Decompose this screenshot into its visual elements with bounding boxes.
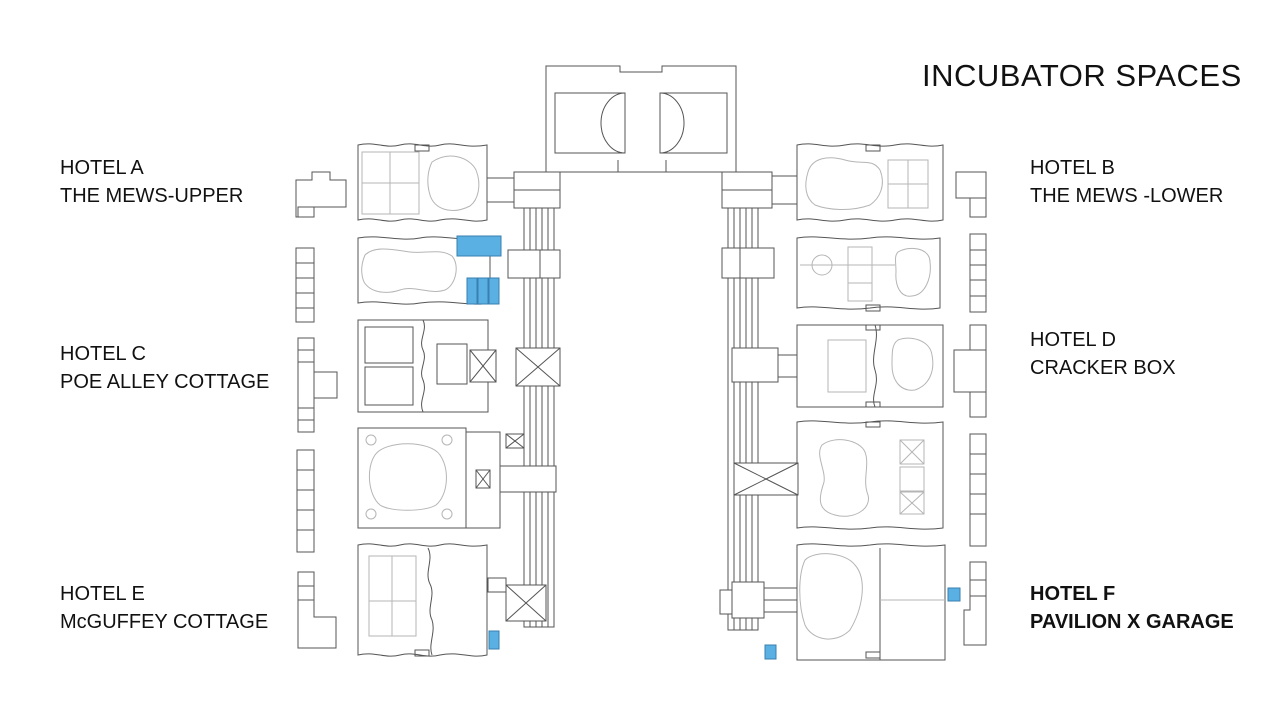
hotel-b-name: HOTEL B	[1030, 157, 1115, 179]
pavilion-east-4	[721, 233, 987, 313]
hotel-a-label: HOTEL A THE MEWS-UPPER	[60, 154, 243, 210]
hotel-b-label: HOTEL B THE MEWS -LOWER	[1030, 154, 1223, 210]
hotel-b-building: THE MEWS -LOWER	[1030, 185, 1224, 207]
hotel-c-name: HOTEL C	[60, 343, 146, 365]
incubator-space-hotel-a-2[interactable]	[466, 277, 478, 305]
incubator-spaces	[456, 235, 961, 660]
incubator-space-hotel-a-4[interactable]	[488, 277, 500, 305]
hotel-d-name: HOTEL D	[1030, 329, 1116, 351]
pavilion-east-2	[721, 143, 987, 222]
incubator-space-hotel-f-2[interactable]	[764, 644, 777, 660]
pavilion-east-8	[733, 420, 987, 547]
rotunda	[545, 65, 737, 173]
hotel-a-name: HOTEL A	[60, 157, 144, 179]
hotel-e-name: HOTEL E	[60, 583, 145, 605]
hotel-f-label: HOTEL F PAVILION X GARAGE	[1030, 580, 1234, 636]
hotel-a-building: THE MEWS-UPPER	[60, 185, 244, 207]
hotel-e-building: McGUFFEY COTTAGE	[60, 611, 269, 633]
page-title: INCUBATOR SPACES	[922, 58, 1242, 93]
hotel-c-label: HOTEL C POE ALLEY COTTAGE	[60, 340, 269, 396]
hotel-c-building: POE ALLEY COTTAGE	[60, 371, 270, 393]
pavilion-west-3	[295, 236, 561, 323]
hotel-f-name: HOTEL F	[1030, 583, 1116, 605]
pavilion-east-6	[731, 324, 987, 418]
incubator-space-hotel-e[interactable]	[488, 630, 500, 650]
hotel-d-label: HOTEL D CRACKER BOX	[1030, 326, 1176, 382]
incubator-space-hotel-a-1[interactable]	[456, 235, 502, 257]
hotel-e-label: HOTEL E McGUFFEY COTTAGE	[60, 580, 268, 636]
pavilion-west-5	[297, 319, 561, 433]
incubator-space-hotel-a-3[interactable]	[477, 277, 489, 305]
hotel-d-building: CRACKER BOX	[1030, 357, 1176, 379]
pavilion-east-10	[719, 543, 987, 661]
hotel-f-building: PAVILION X GARAGE	[1030, 611, 1234, 633]
pavilion-west-7	[296, 427, 557, 553]
pavilion-west-9	[297, 543, 547, 657]
incubator-space-hotel-f-1[interactable]	[947, 587, 961, 602]
pavilion-west-1	[295, 143, 561, 222]
